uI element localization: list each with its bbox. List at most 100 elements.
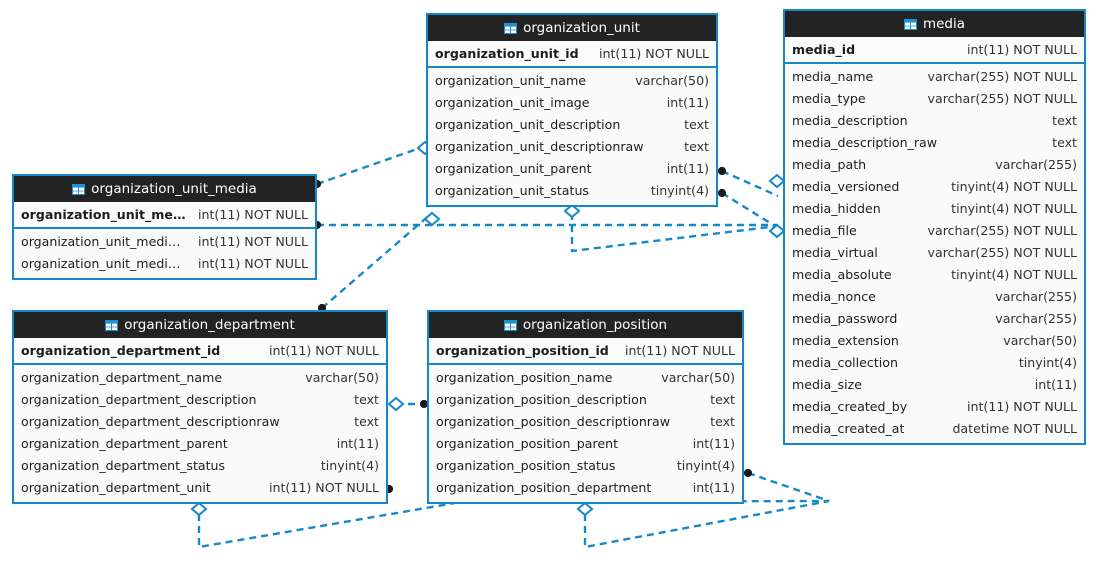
column-name: organization_position_description [436, 392, 647, 407]
entity-media[interactable]: media media_id int(11) NOT NULL media_na… [783, 9, 1086, 445]
entity-title: organization_unit_media [91, 181, 257, 197]
column-type: int(11) NOT NULL [967, 399, 1077, 414]
column-row: organization_position_name varchar(50) [429, 367, 742, 389]
entity-organization-unit-media[interactable]: organization_unit_media organization_uni… [12, 174, 317, 280]
relationship-line-pos-self [583, 499, 830, 549]
column-type: tinyint(4) [1018, 355, 1077, 370]
column-row: media_hidden tinyint(4) NOT NULL [785, 198, 1084, 220]
column-name: organization_department_id [21, 342, 221, 358]
column-list: organization_department_name varchar(50)… [14, 365, 386, 502]
column-name: media_type [792, 91, 866, 106]
column-type: int(11) NOT NULL [269, 480, 379, 495]
column-row: organization_position_department int(11) [429, 477, 742, 499]
column-row: media_absolute tinyint(4) NOT NULL [785, 264, 1084, 286]
column-type: varchar(255) NOT NULL [927, 69, 1077, 84]
column-type: datetime NOT NULL [952, 421, 1077, 436]
column-name: organization_position_parent [436, 436, 619, 451]
column-name: organization_department_name [21, 370, 223, 385]
column-list: media_name varchar(255) NOT NULL media_t… [785, 64, 1084, 443]
column-type: int(11) NOT NULL [269, 342, 379, 358]
relationship-line-ou-self-media [570, 213, 779, 253]
column-type: text [684, 139, 709, 154]
column-name: media_path [792, 157, 867, 172]
column-type: int(11) [1034, 377, 1077, 392]
entity-header: organization_position [429, 312, 742, 338]
column-type: tinyint(4) [320, 458, 379, 473]
column-name: organization_unit_name [435, 73, 587, 88]
column-name: media_collection [792, 355, 898, 370]
column-type: varchar(50) [661, 370, 735, 385]
primary-key-row: organization_department_id int(11) NOT N… [14, 338, 386, 365]
table-icon [504, 22, 518, 34]
table-icon [72, 183, 86, 195]
table-icon [903, 18, 917, 30]
column-name: media_nonce [792, 289, 876, 304]
column-name: organization_unit_media_dst [21, 256, 189, 271]
column-name: media_file [792, 223, 857, 238]
connector-dot-ou-right-1 [717, 166, 727, 176]
column-type: tinyint(4) [650, 183, 709, 198]
connector-dot-ou-right-2 [717, 188, 727, 198]
column-name: media_versioned [792, 179, 900, 194]
column-type: text [354, 414, 379, 429]
column-type: int(11) NOT NULL [198, 234, 308, 249]
connector-diamond-pos-bottom [576, 501, 594, 517]
column-list: organization_unit_media_src int(11) NOT … [14, 229, 315, 278]
column-type: int(11) NOT NULL [198, 256, 308, 271]
column-row: media_virtual varchar(255) NOT NULL [785, 242, 1084, 264]
column-type: varchar(50) [1003, 333, 1077, 348]
column-type: varchar(255) NOT NULL [927, 245, 1077, 260]
entity-header: organization_unit_media [14, 176, 315, 202]
column-name: media_size [792, 377, 862, 392]
column-row: media_versioned tinyint(4) NOT NULL [785, 176, 1084, 198]
column-name: organization_position_id [436, 342, 609, 358]
column-name: media_virtual [792, 245, 878, 260]
column-type: text [684, 117, 709, 132]
entity-title: organization_unit [523, 20, 640, 36]
column-row: organization_unit_media_dst int(11) NOT … [14, 253, 315, 275]
column-list: organization_position_name varchar(50) o… [429, 365, 742, 502]
column-type: text [1052, 113, 1077, 128]
column-name: organization_unit_description [435, 117, 621, 132]
column-row: media_description text [785, 110, 1084, 132]
column-row: organization_unit_image int(11) [428, 92, 716, 114]
column-name: media_created_at [792, 421, 905, 436]
column-row: organization_position_parent int(11) [429, 433, 742, 455]
column-name: media_description [792, 113, 908, 128]
column-type: int(11) NOT NULL [599, 45, 709, 61]
entity-organization-unit[interactable]: organization_unit organization_unit_id i… [426, 13, 718, 207]
column-type: int(11) NOT NULL [198, 206, 308, 222]
column-name: media_description_raw [792, 135, 938, 150]
column-type: text [354, 392, 379, 407]
relationship-line-dept-self [197, 501, 456, 549]
column-name: organization_department_unit [21, 480, 211, 495]
column-row: organization_position_description text [429, 389, 742, 411]
entity-header: organization_unit [428, 15, 716, 41]
column-row: organization_department_descriptionraw t… [14, 411, 386, 433]
column-name: media_created_by [792, 399, 908, 414]
column-row: organization_unit_media_src int(11) NOT … [14, 231, 315, 253]
column-row: media_extension varchar(50) [785, 330, 1084, 352]
column-type: int(11) NOT NULL [625, 342, 735, 358]
column-type: int(11) [666, 95, 709, 110]
entity-organization-department[interactable]: organization_department organization_dep… [12, 310, 388, 504]
entity-organization-position[interactable]: organization_position organization_posit… [427, 310, 744, 504]
column-type: tinyint(4) NOT NULL [951, 267, 1077, 282]
entity-title: media [922, 16, 966, 32]
column-name: organization_department_description [21, 392, 257, 407]
column-row: media_created_by int(11) NOT NULL [785, 396, 1084, 418]
relationship-line-dept-to-ou [321, 212, 433, 309]
column-name: media_name [792, 69, 874, 84]
column-type: varchar(255) NOT NULL [927, 91, 1077, 106]
column-row: organization_department_parent int(11) [14, 433, 386, 455]
connector-diamond-dept-bottom [190, 501, 208, 517]
column-type: text [710, 392, 735, 407]
relationship-line-ou-image-media [721, 169, 779, 198]
connector-diamond-media-left-1 [768, 173, 786, 189]
column-name: organization_position_department [436, 480, 652, 495]
column-name: media_extension [792, 333, 899, 348]
column-type: varchar(255) [995, 289, 1077, 304]
column-row: media_file varchar(255) NOT NULL [785, 220, 1084, 242]
column-type: int(11) NOT NULL [967, 41, 1077, 57]
column-type: text [710, 414, 735, 429]
